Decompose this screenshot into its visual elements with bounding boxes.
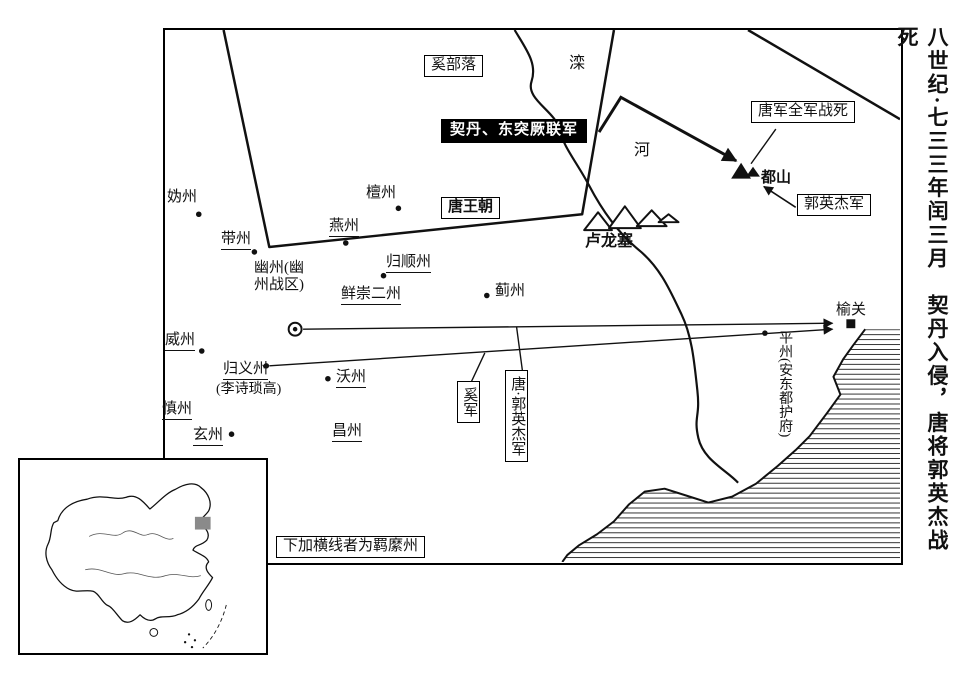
label-chang-zhou: 昌州: [332, 423, 363, 443]
label-dai-zhou: 带州: [221, 231, 252, 251]
inset-china-locator-map: [18, 458, 268, 655]
sea-area: [561, 328, 900, 562]
label-tang-army-annihilated: 唐军全军战死: [751, 101, 856, 124]
label-yu-guan: 榆关: [836, 302, 867, 318]
inset-islands: [149, 599, 227, 649]
route-line-tang-army: [303, 318, 834, 330]
luan-river: [513, 30, 739, 484]
label-yan-zhou: 燕州: [329, 218, 360, 238]
label-shen-zhou: 慎州: [162, 401, 193, 421]
label-xianchong-erzhou: 鲜崇二州: [341, 286, 402, 306]
label-guishun-zhou: 归顺州: [386, 254, 432, 274]
dushan-mountain-icon: [731, 162, 760, 179]
label-youzhou-war-zone: 幽州(幽州战区): [254, 260, 304, 294]
khitan-attack-arrow: [597, 95, 738, 163]
label-wo-zhou: 沃州: [336, 369, 367, 389]
lulong-mountains-icon: [583, 205, 680, 232]
label-xuan-zhou: 玄州: [193, 427, 224, 447]
label-khitan-turk-allied-army: 契丹、东突厥联军: [441, 119, 588, 144]
yuguan-marker: [846, 319, 856, 329]
label-du-mountain: 都山: [761, 170, 792, 186]
china-outline: [45, 483, 214, 623]
label-wei-zhou: 威州: [165, 332, 196, 352]
label-luan-river-char1: 滦: [569, 55, 586, 72]
label-tang-guo-yingjie-army: 唐·郭英杰军: [505, 370, 529, 462]
legend-jimi-note: 下加横线者为羁縻州: [276, 536, 426, 559]
inset-rivers: [85, 530, 201, 578]
label-xi-army: 奚军: [457, 381, 481, 423]
inset-highlight-region: [194, 516, 211, 530]
label-guiyi-note: (李诗琐高): [216, 382, 282, 397]
main-map-drawing: [195, 30, 900, 562]
label-xi-tribe: 奚部落: [424, 55, 484, 78]
leader-lines: [470, 128, 777, 383]
page-title-vertical: 八世纪·七三三年闰三月 契丹入侵，唐将郭英杰战死: [895, 26, 949, 553]
label-ping-zhou: 平州(安东都护府): [777, 330, 793, 438]
territory-boundary-lines: [222, 30, 900, 249]
prefecture-dots: [195, 205, 768, 437]
label-guo-yingjie-army: 郭英杰军: [797, 194, 872, 217]
guo-army-arrow: [763, 185, 797, 208]
label-lulong-fort: 卢龙塞: [585, 233, 634, 250]
label-tang-dynasty: 唐王朝: [441, 197, 501, 220]
label-luan-river-char2: 河: [634, 142, 651, 159]
label-ji-zhou: 蓟州: [495, 283, 526, 299]
label-gui-zhou: 妫州: [167, 189, 198, 205]
label-tan-zhou: 檀州: [366, 185, 397, 201]
route-line-xi-army: [269, 324, 834, 367]
youzhou-hq-symbol: [287, 321, 303, 337]
inset-map-drawing: [45, 483, 227, 649]
label-guiyi-zhou: 归义州: [223, 361, 269, 381]
coastline: [561, 328, 867, 562]
